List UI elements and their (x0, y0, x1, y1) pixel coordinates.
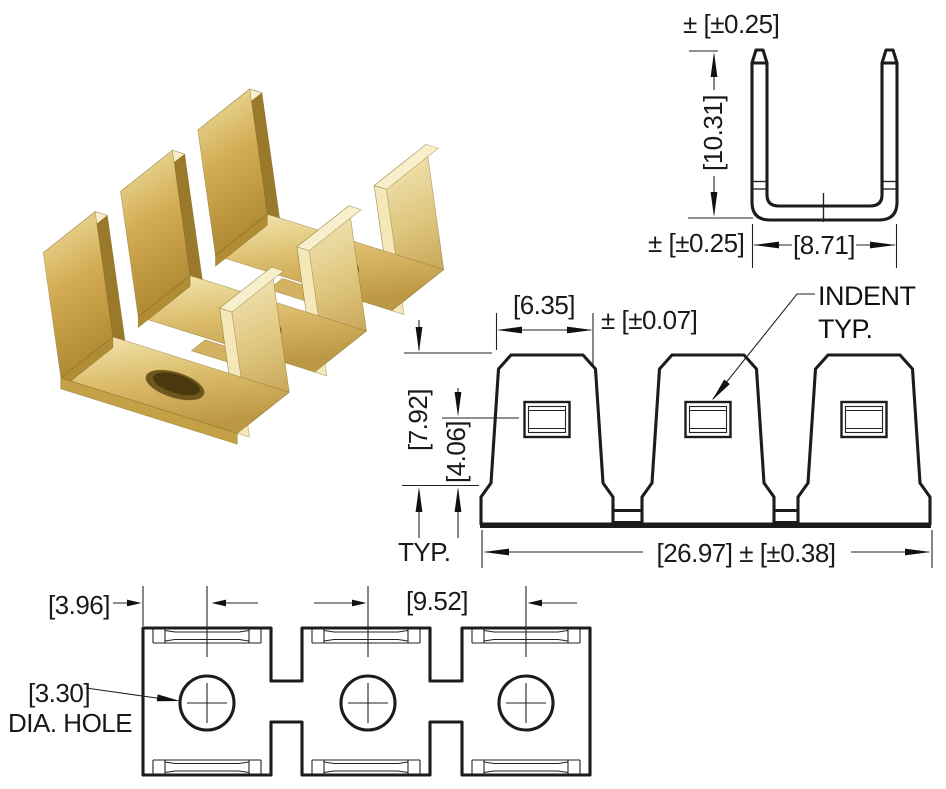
flange-band (311, 629, 421, 774)
front-view-indents (523, 400, 888, 439)
front-view-tabs (479, 353, 932, 528)
end-view-bottom-tolerance: ± [±0.25] (648, 228, 744, 258)
end-view-height-dimension: [10.31] (698, 95, 728, 171)
top-view-hole-diameter-dimension: [3.30] (28, 678, 90, 708)
top-view-pitch-dimension: [9.52] (406, 586, 468, 616)
end-view-width-dimension: [8.71] (793, 230, 855, 260)
front-view-dimension-lines (402, 293, 933, 568)
top-view-hole-diameter-label: DIA. HOLE (8, 708, 132, 738)
front-view-tab-height-dimension: [7.92] (403, 389, 433, 451)
front-view-typ-label: TYP. (398, 537, 450, 567)
indent-callout-line2: TYP. (818, 314, 873, 344)
top-view-flange-details (152, 629, 581, 774)
indent-mark (684, 400, 732, 439)
end-view: ± [±0.25] [10.31] ± [±0.25] [8.71] (648, 9, 899, 268)
end-view-outline (750, 48, 899, 222)
front-view: [6.35] ± [±0.07] [7.92] [4.06] TYP. [26.… (398, 281, 933, 568)
front-view-overall-width-dimension: [26.97] ± [±0.38] (656, 538, 835, 568)
top-view: [3.96] [9.52] [3.30] DIA. HOLE (8, 586, 592, 777)
indent-mark (523, 400, 571, 439)
top-view-holes (178, 674, 555, 732)
product-photo (42, 88, 445, 445)
front-view-indent-height-dimension: [4.06] (441, 421, 471, 483)
top-view-dimension-lines (85, 586, 577, 702)
indent-mark (840, 400, 888, 439)
front-view-tab-width-tolerance: ± [±0.07] (601, 305, 697, 335)
end-view-top-tolerance: ± [±0.25] (683, 9, 779, 39)
front-view-tab-width-dimension: [6.35] (513, 290, 575, 320)
base-end-face (60, 377, 238, 445)
indent-callout-line1: INDENT (818, 281, 916, 311)
flange-band (152, 629, 262, 774)
top-view-edge-offset-dimension: [3.96] (48, 590, 110, 620)
top-view-outline (141, 626, 592, 777)
end-view-bend-lines (752, 180, 897, 222)
end-view-dimension-lines (688, 50, 898, 268)
